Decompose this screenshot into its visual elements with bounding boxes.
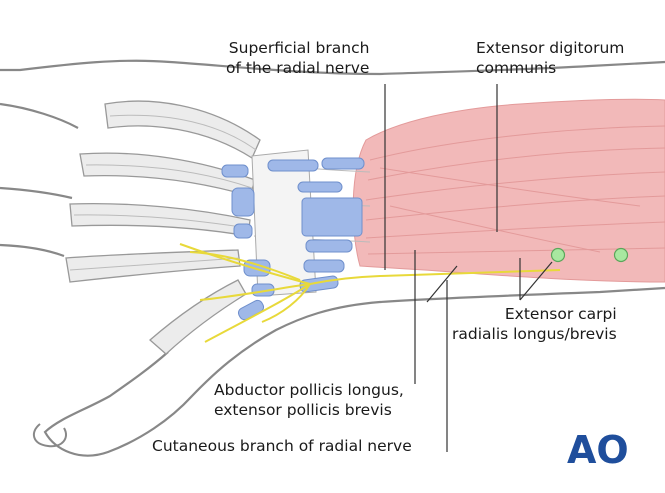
skin-outline: [0, 59, 665, 457]
portal-marker-2: [613, 247, 629, 263]
thumb-outline: [32, 423, 67, 448]
label-extensor-digitorum: Extensor digitorum communis: [476, 39, 625, 77]
ao-logo: AO: [567, 430, 627, 470]
muscle-fibers: [365, 125, 665, 255]
leader-lines: [384, 84, 553, 452]
label-extensor-carpi: Extensor carpi radialis longus/brevis: [452, 305, 617, 343]
tendon-sheaths: [221, 157, 365, 321]
portal-marker-1: [550, 247, 566, 263]
label-superficial-branch: Superficial branch of the radial nerve: [226, 39, 370, 77]
ao-logo-text: AO: [567, 430, 627, 470]
label-abductor-pollicis: Abductor pollicis longus, extensor polli…: [214, 381, 404, 419]
finger-tendons: [65, 100, 261, 355]
label-cutaneous-branch: Cutaneous branch of radial nerve: [152, 437, 412, 455]
radial-nerve: [179, 243, 561, 343]
